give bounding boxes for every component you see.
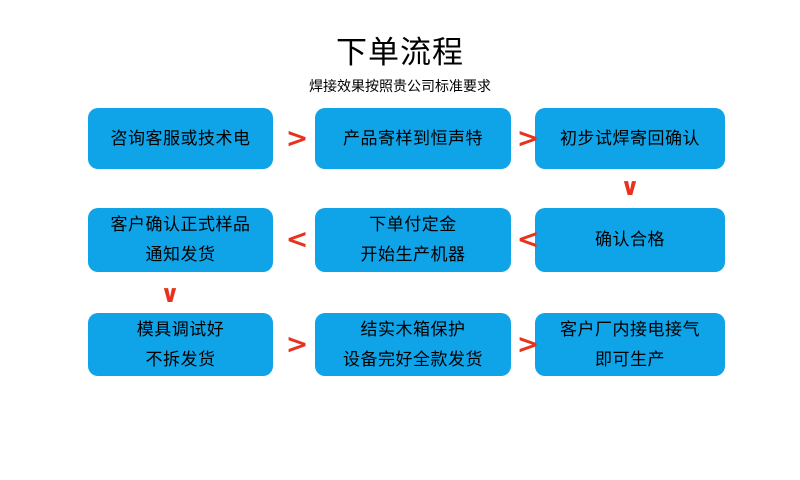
flow-node-send-sample[interactable]: 产品寄样到恒声特 xyxy=(315,108,511,169)
flow-node-label-line1: 客户厂内接电接气 xyxy=(560,319,700,340)
flow-node-label: 确认合格 xyxy=(595,230,665,250)
flow-node-label-line1: 模具调试好 xyxy=(136,319,225,340)
flow-node-label: 初步试焊寄回确认 xyxy=(560,128,700,149)
arrow-right-icon: > xyxy=(516,329,540,360)
flow-node-label-line2: 开始生产机器 xyxy=(360,245,466,265)
arrow-down-icon: ∨ xyxy=(620,173,640,201)
flow-node-label-line1: 下单付定金 xyxy=(369,215,457,235)
flow-node-label-line1: 客户确认正式样品 xyxy=(110,215,251,235)
arrow-left-icon: < xyxy=(516,224,540,255)
arrow-right-icon: > xyxy=(285,329,309,360)
flow-node-label-line2: 不拆发货 xyxy=(145,349,216,370)
flow-node-label: 产品寄样到恒声特 xyxy=(343,128,483,149)
flow-node-wooden-crate-protection[interactable]: 结实木箱保护 设备完好全款发货 xyxy=(315,313,511,376)
flow-node-label-line2: 通知发货 xyxy=(145,245,216,265)
page-subtitle: 焊接效果按照贵公司标准要求 xyxy=(309,79,491,95)
arrow-right-icon: > xyxy=(516,123,540,154)
flow-node-trial-weld-return[interactable]: 初步试焊寄回确认 xyxy=(535,108,725,169)
flow-node-customer-confirm-sample[interactable]: 客户确认正式样品 通知发货 xyxy=(88,208,273,272)
flow-node-label-line2: 即可生产 xyxy=(595,349,665,370)
flow-node-customer-factory-setup[interactable]: 客户厂内接电接气 即可生产 xyxy=(535,313,725,376)
arrow-left-icon: < xyxy=(285,224,309,255)
flow-node-order-deposit[interactable]: 下单付定金 开始生产机器 xyxy=(315,208,511,272)
arrow-right-icon: > xyxy=(285,123,309,154)
page-title: 下单流程 xyxy=(336,35,464,71)
flow-node-consult-service[interactable]: 咨询客服或技术电 xyxy=(88,108,273,169)
flow-node-confirm-qualified[interactable]: 确认合格 xyxy=(535,208,725,272)
flow-node-label-line1: 结实木箱保护 xyxy=(360,319,466,340)
arrow-down-icon: ∨ xyxy=(160,280,180,308)
flow-node-label: 咨询客服或技术电 xyxy=(110,128,251,149)
flow-node-label-line2: 设备完好全款发货 xyxy=(343,349,483,370)
flow-node-mold-adjusted[interactable]: 模具调试好 不拆发货 xyxy=(88,313,273,376)
